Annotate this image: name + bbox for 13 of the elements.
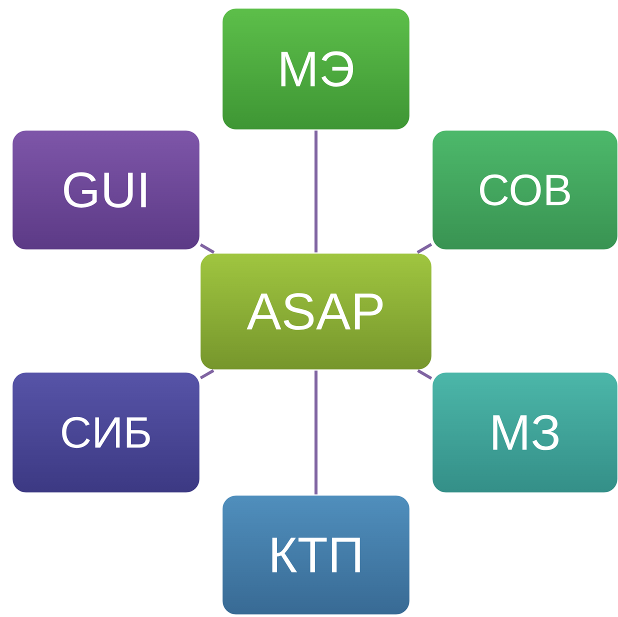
process-box: ASAP — [199, 252, 433, 371]
connector-line — [417, 369, 432, 380]
process-box: МЗ — [431, 371, 618, 494]
connector-line — [200, 369, 214, 380]
connector-line — [200, 243, 215, 254]
process-box: МЭ — [221, 7, 411, 131]
process-box: СОВ — [431, 129, 618, 251]
process-box: GUI — [11, 129, 201, 251]
connector-line — [314, 130, 318, 252]
process-box: СИБ — [11, 371, 201, 494]
process-box: КТП — [221, 494, 411, 616]
connector-line — [416, 243, 432, 254]
connector-line — [314, 370, 318, 494]
